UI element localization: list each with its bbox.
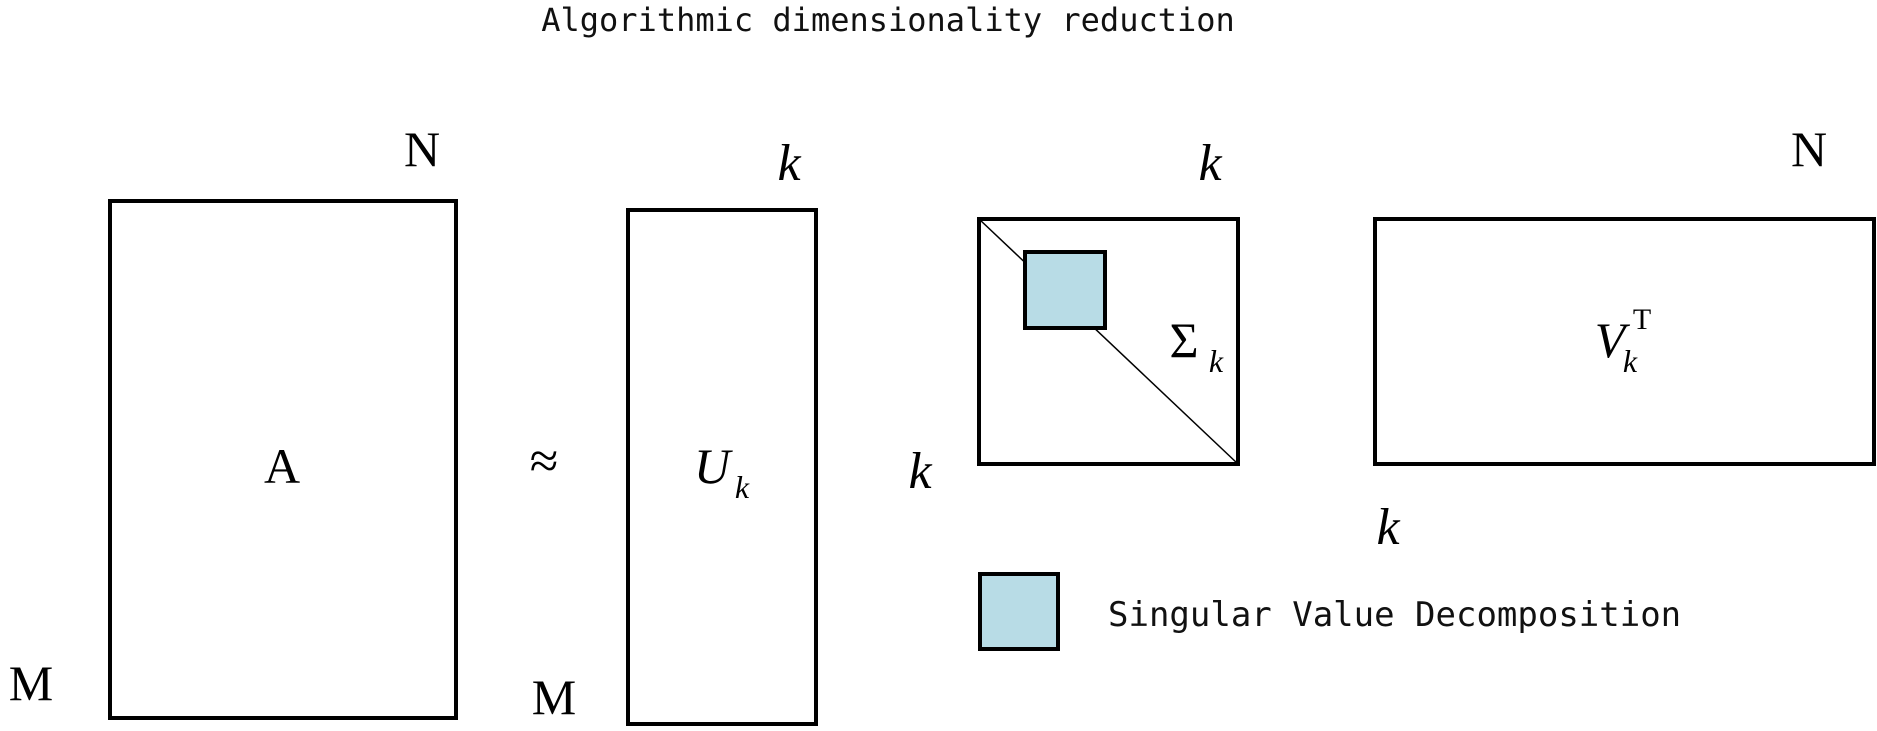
singular-value-block — [1023, 250, 1107, 330]
matrix-u-symbol: U — [694, 438, 733, 494]
matrix-sigma-rows-label: k — [908, 443, 932, 500]
matrix-u-rows-label: M — [532, 669, 576, 725]
matrix-sigma: Σ k k k — [908, 135, 1240, 500]
matrix-v-cols-label: N — [1791, 121, 1827, 177]
matrix-u: U k k M — [532, 135, 818, 726]
matrix-v-symbol: V — [1595, 312, 1631, 368]
matrix-sigma-diagonal — [978, 218, 1239, 465]
matrix-u-cols-label: k — [777, 135, 801, 192]
matrix-v-rows-label: k — [1376, 499, 1400, 556]
matrix-u-subscript: k — [735, 469, 750, 505]
legend-label: Singular Value Decomposition — [1108, 595, 1681, 635]
approx-sign: ≈ — [530, 433, 559, 490]
matrix-v-subscript: k — [1623, 343, 1638, 379]
matrix-a-cols-label: N — [404, 121, 440, 177]
matrix-v-superscript: T — [1633, 303, 1651, 336]
matrix-a: A N M — [9, 121, 458, 720]
matrix-v-box — [1373, 217, 1876, 466]
matrix-sigma-symbol: Σ — [1169, 312, 1198, 368]
matrix-sigma-cols-label: k — [1198, 135, 1222, 192]
legend: Singular Value Decomposition — [978, 572, 1681, 651]
matrix-a-label: A — [264, 438, 300, 494]
matrix-v: V k T N k — [1373, 121, 1876, 556]
legend-swatch — [978, 572, 1060, 651]
matrix-sigma-subscript: k — [1209, 343, 1224, 379]
matrix-a-box — [108, 199, 458, 720]
matrix-u-box — [626, 208, 818, 726]
matrix-a-rows-label: M — [9, 655, 53, 711]
diagram-title: Algorithmic dimensionality reduction — [541, 1, 1235, 39]
